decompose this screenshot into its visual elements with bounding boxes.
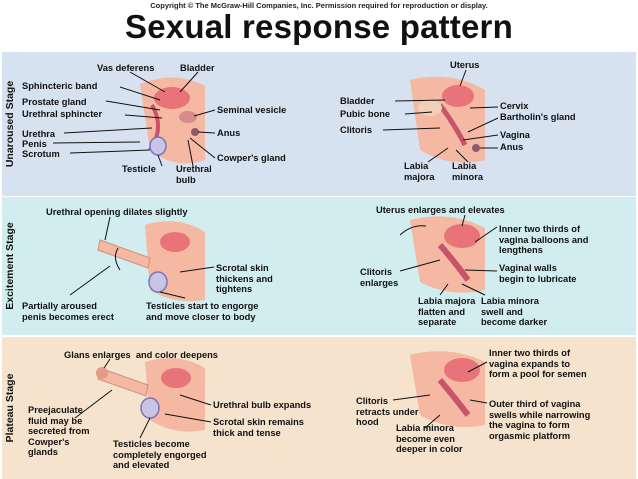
label-urethral-opening: Urethral opening dilates slightly	[46, 207, 188, 217]
label-testicle: Testicle	[122, 164, 156, 174]
male-unaroused-illustration	[140, 77, 205, 164]
copyright-notice: Copyright © The McGraw-Hill Companies, I…	[150, 1, 488, 10]
label-partially-aroused: Partially aroused penis becomes erect	[22, 301, 114, 322]
label-testicles-plateau: Testicles become completely engorged and…	[113, 439, 207, 470]
label-labia-minora-unaroused: Labia minora	[452, 161, 483, 182]
label-scrotal-skin-plateau: Scrotal skin remains thick and tense	[213, 417, 304, 438]
label-cervix: Cervix	[500, 101, 529, 111]
label-clitoris-unaroused: Clitoris	[340, 125, 373, 135]
label-testicles-engorge: Testicles start to engorge and move clos…	[146, 301, 259, 322]
label-bartholins-gland: Bartholin's gland	[500, 112, 576, 122]
label-urethral-bulb-expands: Urethral bulb expands	[213, 400, 312, 410]
unaroused-panel	[2, 52, 636, 196]
male-plateau-illustration	[96, 358, 205, 432]
label-scrotal-skin-excitement: Scrotal skin thickens and tightens	[216, 263, 273, 294]
label-scrotum: Scrotum	[22, 149, 60, 159]
label-bladder-male: Bladder	[180, 63, 215, 73]
label-sphincteric-band: Sphincteric band	[22, 81, 98, 91]
female-excitement-illustration	[410, 216, 485, 293]
label-anus-female: Anus	[500, 142, 524, 152]
label-uterus-enlarges: Uterus enlarges and elevates	[376, 205, 505, 215]
label-penis: Penis	[22, 139, 47, 149]
label-cowpers-gland: Cowper's gland	[217, 153, 286, 163]
label-prostate-gland: Prostate gland	[22, 97, 87, 107]
label-labia-majora-unaroused: Labia majora	[404, 161, 435, 182]
label-urethra: Urethra	[22, 129, 56, 139]
label-pubic-bone: Pubic bone	[340, 109, 391, 119]
label-bladder-female: Bladder	[340, 96, 375, 106]
label-vagina: Vagina	[500, 130, 530, 140]
label-vaginal-walls: Vaginal walls begin to lubricate	[499, 263, 577, 284]
label-clitoris-enlarges: Clitoris enlarges	[360, 267, 399, 288]
label-vas-deferens: Vas deferens	[97, 63, 155, 73]
label-preejaculate: Preejaculate fluid may be secreted from …	[28, 405, 90, 457]
label-labia-minora-plateau: Labia minora become even deeper in color	[396, 423, 463, 454]
label-outer-third: Outer third of vagina swells while narro…	[489, 399, 591, 441]
female-unaroused-illustration	[410, 76, 485, 163]
label-labia-minora-excitement: Labia minora swell and become darker	[481, 296, 548, 327]
label-urethral-sphincter: Urethral sphincter	[22, 109, 103, 119]
label-glans-enlarges: Glans enlarges and color deepens	[64, 350, 218, 360]
male-excitement-illustration	[97, 221, 205, 302]
label-labia-majora-excitement: Labia majora flatten and separate	[418, 296, 476, 327]
female-plateau-illustration	[410, 351, 485, 428]
label-inner-two-thirds-excitement: Inner two thirds of vagina balloons and …	[499, 224, 589, 255]
label-uterus: Uterus	[450, 60, 480, 70]
label-anus-male: Anus	[217, 128, 241, 138]
label-inner-two-thirds-plateau: Inner two thirds of vagina expands to fo…	[489, 348, 587, 379]
label-seminal-vesicle: Seminal vesicle	[217, 105, 287, 115]
label-clitoris-retracts: Clitoris retracts under hood	[356, 396, 419, 427]
label-urethral-bulb: Urethral bulb	[176, 164, 212, 185]
page-title: Sexual response pattern	[125, 8, 513, 45]
